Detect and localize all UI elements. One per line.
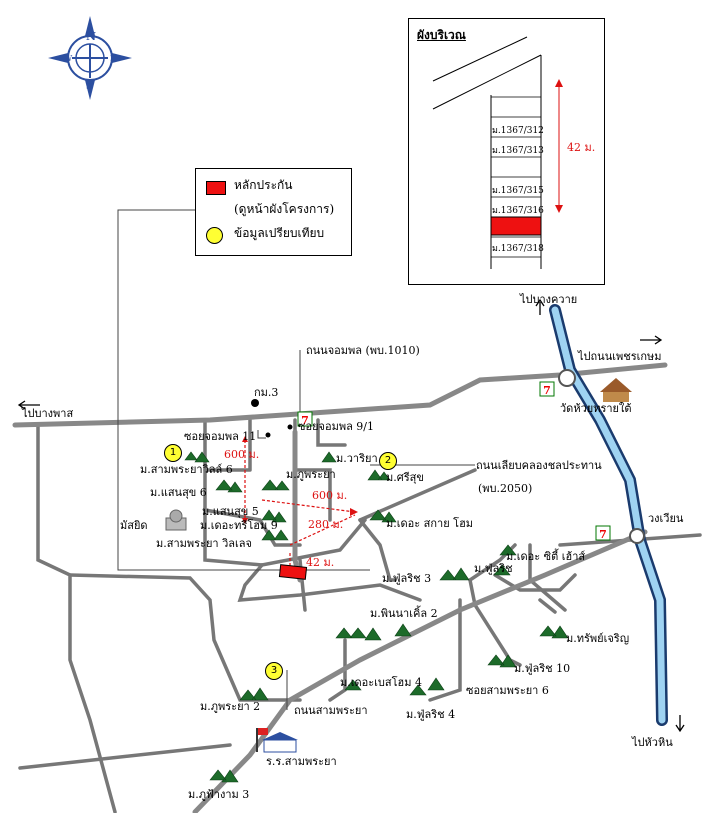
label-saensuk-5: ม.แสนสุข 5: [202, 505, 259, 518]
distance-600b: 600 ม.: [312, 489, 348, 502]
collateral-marker: [278, 564, 308, 580]
seven-eleven-icon: 7: [539, 381, 555, 397]
road-spur: [538, 598, 557, 614]
svg-text:7: 7: [599, 528, 607, 541]
comparison-marker-2: 2: [379, 452, 397, 470]
temple-icon: [600, 378, 632, 402]
road-south-loop: [237, 563, 422, 602]
label-sam-phraya-vision: ม.สามพระยา วิลเลจ: [156, 537, 252, 550]
label-school: ร.ร.สามพระยา: [266, 755, 337, 768]
road-sri-suk: [358, 518, 397, 582]
label-fuchit-3: ม.ฟู่ลริช 3: [382, 572, 432, 585]
inset-plot-318: ม.1367/318: [492, 244, 544, 254]
mosque-icon: [165, 509, 187, 531]
label-phinnara-2: ม.พินนาเคิ้ล 2: [370, 607, 438, 620]
arrow-hua-hin: [675, 715, 685, 733]
label-sam-phraya-road: ถนนสามพระยา: [294, 704, 368, 717]
label-fuchit-10: ม.ฟู่ลริช 10: [514, 662, 571, 675]
label-to-hua-hin: ไปหัวหิน: [632, 736, 673, 749]
roundabout-north: [558, 369, 576, 387]
label-mosque: มัสยิด: [120, 519, 148, 532]
label-to-phetkasem: ไปถนนเพชรเกษม: [578, 350, 662, 363]
label-soi-11: ซอยจอมพล 11: [184, 430, 257, 443]
distance-600a: 600 ม.: [224, 448, 260, 461]
compass-n: N: [86, 30, 97, 43]
label-soi-sam-phraya-6: ซอยสามพระยา 6: [466, 684, 549, 697]
comparison-marker-3: 3: [265, 662, 283, 680]
label-fuchit-4: ม.ฟู่ลริช 4: [406, 708, 456, 721]
label-phu-phraya-2: ม.ภูพระยา 2: [200, 700, 261, 713]
label-to-bang-phat: ไปบางพาส: [22, 407, 74, 420]
road-sam-phraya-6: [428, 598, 462, 702]
label-phu-fah-ngam-3: ม.ภูฟ้างาม 3: [188, 788, 250, 801]
label-canal-road-code: (พบ.2050): [478, 482, 533, 495]
distance-42: 42 ม.: [306, 556, 335, 569]
label-sam-phraya-villa-6: ม.สามพระยาวิลล์ 6: [140, 463, 233, 476]
km3-dot: [251, 399, 259, 407]
label-the-base-home-4: ม.เดอะเบสโฮม 4: [340, 676, 422, 689]
inset-plot-316: ม.1367/316: [492, 206, 544, 216]
road-southwest: [18, 743, 232, 770]
label-chom-phon-road: ถนนจอมพล (พบ.1010): [306, 344, 420, 357]
legend-project-note: (ดูหน้าผังโครงการ): [234, 202, 335, 216]
legend-leader: [117, 209, 370, 571]
legend-comparison-swatch: [206, 227, 223, 244]
label-saensuk-6: ม.แสนสุข 6: [150, 486, 207, 499]
inset-title: ผังบริเวณ: [417, 28, 466, 42]
label-sap-charoen: ม.ทรัพย์เจริญ: [566, 632, 630, 645]
distance-line-280: [289, 514, 356, 546]
village-icons: [184, 451, 569, 783]
svg-text:7: 7: [301, 414, 309, 427]
label-km3: กม.3: [254, 386, 279, 399]
legend-collateral: หลักประกัน: [234, 178, 293, 192]
inset-plot-315: ม.1367/315: [492, 186, 544, 196]
arrow-bang-khwai: [535, 298, 545, 315]
road-west: [36, 423, 117, 813]
soi11-leader: [257, 430, 266, 439]
svg-text:7: 7: [543, 384, 551, 397]
inset-collateral-plot: [490, 216, 542, 236]
label-fuchit: ม.ฟู่ลริช: [474, 562, 513, 575]
compass-w: W: [64, 54, 73, 63]
road-west-loop: [68, 573, 302, 702]
road-grid-a: [203, 418, 252, 472]
legend: หลักประกัน (ดูหน้าผังโครงการ) ข้อมูลเปรี…: [195, 168, 352, 256]
arrow-phetkasem: [640, 335, 663, 345]
roundabout-south: [629, 528, 645, 544]
label-the-sky-home: ม.เดอะ สกาย โฮม: [386, 517, 474, 530]
sam-phraya-road: [192, 529, 648, 813]
label-the-tree-home-9: ม.เดอะทรีโฮม 9: [200, 519, 278, 532]
inset-plot-312: ม.1367/312: [492, 126, 544, 136]
arrow-bang-phat: [17, 400, 40, 410]
inset-plot-313: ม.1367/313: [492, 146, 544, 156]
label-soi-9-1: ซอยจอมพล 9/1: [298, 420, 375, 433]
distance-line-600b: [261, 499, 356, 513]
road-fuchit-10: [468, 578, 522, 667]
school-icon: [256, 728, 298, 753]
label-the-city-house: ม.เดอะ ซิตี้ เฮ้าส์: [506, 550, 586, 563]
seven-eleven-icon: 7: [297, 411, 313, 427]
label-to-bang-khwai: ไปบางควาย: [520, 293, 578, 306]
inset-distance: 42 ม.: [567, 141, 596, 154]
legend-comparison: ข้อมูลเปรียบเทียบ: [234, 226, 325, 240]
label-roundabout: วงเวียน: [648, 512, 684, 525]
compass-e: E: [110, 54, 116, 63]
label-sri-suk: ม.ศรีสุข: [386, 471, 424, 484]
seven-eleven-icon: 7: [595, 525, 611, 541]
inset-site-plan: ผังบริเวณ ม.1367/312 ม.1367/313 ม.1367/3…: [408, 18, 605, 285]
road-grid-c: [316, 418, 347, 447]
inset-drawing: [432, 36, 563, 269]
label-wat: วัดห้วยทรายใต้: [560, 402, 632, 415]
label-canal-road: ถนนเลียบคลองชลประทาน: [476, 459, 602, 472]
label-phu-phraya: ม.ภูพระยา: [286, 468, 336, 481]
comparison-marker-1: 1: [164, 444, 182, 462]
label-wariya: ม.วาริยา: [336, 452, 378, 465]
distance-280: 280 ม.: [308, 518, 344, 531]
legend-collateral-swatch: [206, 181, 226, 195]
compass-s: S: [86, 82, 92, 91]
compass-icon: [48, 16, 132, 100]
